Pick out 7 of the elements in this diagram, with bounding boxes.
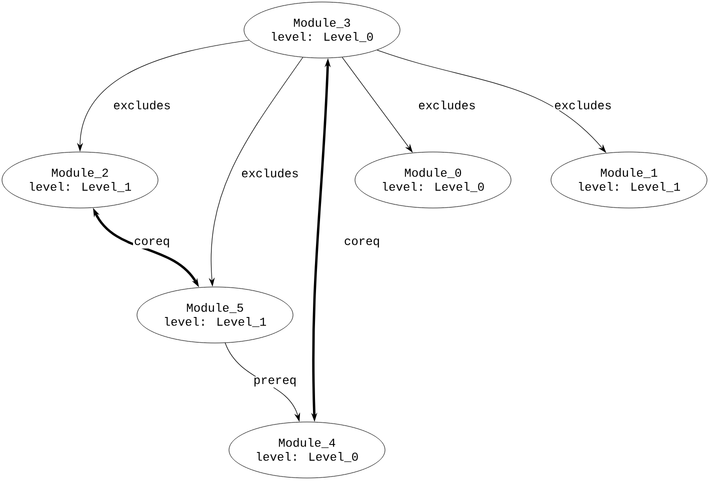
edge-label: prereq	[252, 376, 298, 388]
edge-label: excludes	[417, 100, 477, 110]
edge-label: coreq	[133, 238, 171, 248]
edge-label: coreq	[343, 238, 381, 248]
edge-label: excludes	[553, 100, 613, 110]
edge-label: excludes	[112, 100, 172, 110]
edge-label: excludes	[240, 168, 300, 178]
